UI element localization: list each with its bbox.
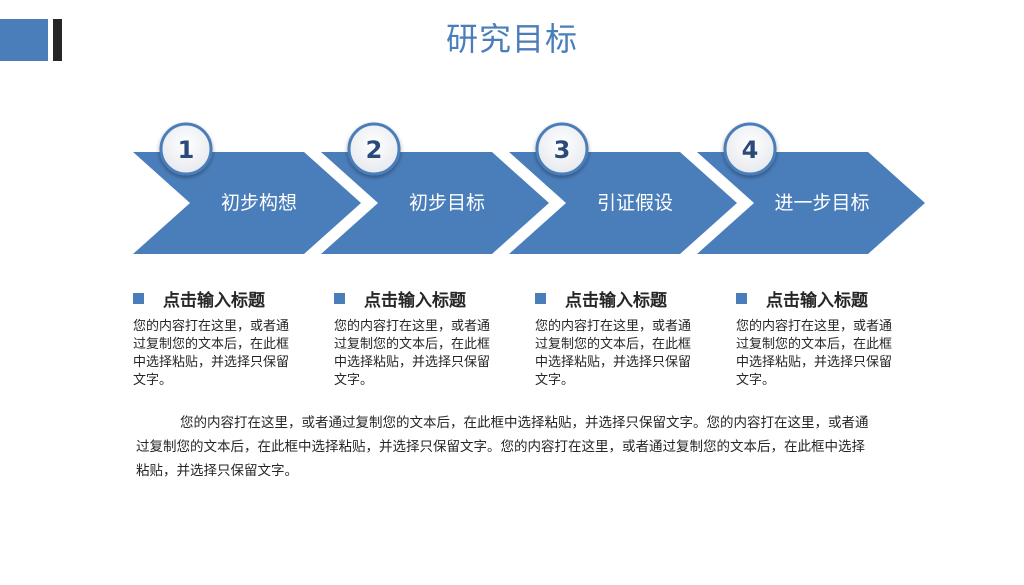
column-body[interactable]: 您的内容打在这里，或者通过复制您的文本后，在此框中选择粘贴，并选择只保留文字。: [535, 319, 692, 388]
square-bullet-icon: [133, 292, 144, 304]
description-paragraph[interactable]: 您的内容打在这里，或者通过复制您的文本后，在此框中选择粘贴，并选择只保留文字。您…: [136, 415, 869, 479]
square-bullet-icon: [736, 292, 747, 304]
square-bullet-icon: [535, 292, 546, 304]
step-number-3: 3: [554, 136, 571, 164]
step-number-badge-1: [159, 122, 213, 176]
step-number-1: 1: [178, 136, 195, 164]
column-title[interactable]: 点击输入标题: [163, 290, 265, 311]
info-column-4: 点击输入标题 您的内容打在这里，或者通过复制您的文本后，在此框中选择粘贴，并选择…: [736, 284, 906, 390]
step-label-2: 初步目标: [408, 192, 485, 214]
step-number-4: 4: [742, 136, 759, 164]
chevron-step-3: [509, 152, 737, 254]
process-flow: 1 2 3 4: [133, 122, 925, 254]
chevron-step-2: [321, 152, 549, 254]
column-title[interactable]: 点击输入标题: [364, 290, 466, 311]
page-title: 研究目标: [445, 20, 578, 58]
info-column-3: 点击输入标题 您的内容打在这里，或者通过复制您的文本后，在此框中选择粘贴，并选择…: [535, 284, 705, 390]
column-body[interactable]: 您的内容打在这里，或者通过复制您的文本后，在此框中选择粘贴，并选择只保留文字。: [133, 319, 290, 388]
column-body[interactable]: 您的内容打在这里，或者通过复制您的文本后，在此框中选择粘贴，并选择只保留文字。: [334, 319, 491, 388]
info-column-2: 点击输入标题 您的内容打在这里，或者通过复制您的文本后，在此框中选择粘贴，并选择…: [334, 284, 504, 390]
step-number-badge-2: [347, 122, 401, 176]
column-body[interactable]: 您的内容打在这里，或者通过复制您的文本后，在此框中选择粘贴，并选择只保留文字。: [736, 319, 893, 388]
header-deco-bar: [53, 19, 62, 61]
info-column-1: 点击输入标题 您的内容打在这里，或者通过复制您的文本后，在此框中选择粘贴，并选择…: [133, 284, 303, 390]
step-label-4: 进一步目标: [774, 192, 870, 214]
step-label-1: 初步构想: [220, 192, 297, 214]
header-deco-square: [0, 19, 48, 61]
step-label-3: 引证假设: [596, 192, 673, 214]
square-bullet-icon: [334, 292, 345, 304]
chevron-step-4: [697, 152, 925, 254]
step-number-badge-3: [535, 122, 589, 176]
column-title[interactable]: 点击输入标题: [565, 290, 667, 311]
step-number-2: 2: [366, 136, 383, 164]
step-number-badge-4: [723, 122, 777, 176]
column-title[interactable]: 点击输入标题: [766, 290, 868, 311]
chevron-step-1: [133, 152, 361, 254]
